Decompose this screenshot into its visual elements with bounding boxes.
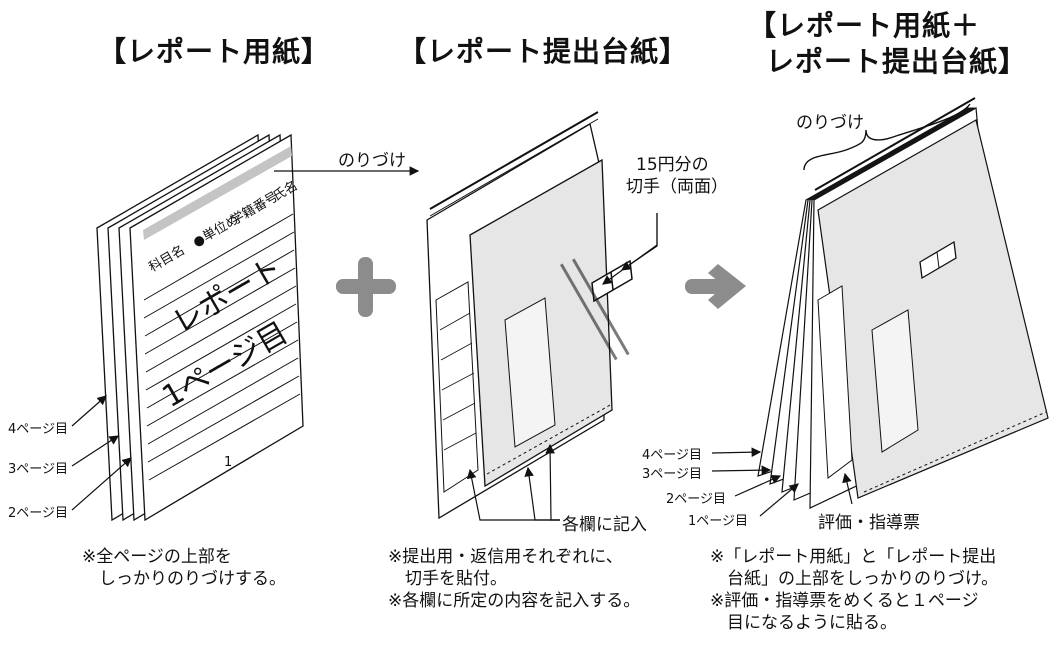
right-note: ※「レポート用紙」と「レポート提出 台紙」の上部をしっかりのりづけ。 ※評価・指… bbox=[710, 547, 999, 633]
sheet-page-1 bbox=[129, 133, 304, 522]
glue-label-right: のりづけ bbox=[796, 113, 864, 133]
left-page-arrows bbox=[71, 395, 132, 511]
fill-label: 各欄に記入 bbox=[562, 515, 647, 535]
right-label-page2: 2ページ目 bbox=[666, 492, 727, 507]
left-note: ※全ページの上部を しっかりのりづけする。 bbox=[82, 547, 286, 589]
arrow-right-icon bbox=[685, 264, 746, 309]
left-label-page4: 4ページ目 bbox=[8, 422, 69, 437]
stamp-label-line1: 15円分の bbox=[636, 155, 709, 175]
plus-icon bbox=[336, 257, 396, 317]
combined-stack bbox=[757, 97, 1049, 509]
right-label-page3: 3ページ目 bbox=[642, 467, 703, 482]
fill-arrows bbox=[466, 443, 560, 521]
right-page-arrows bbox=[711, 447, 799, 517]
combined-detail bbox=[817, 240, 1047, 493]
eval-label: 評価・指導票 bbox=[818, 513, 920, 533]
right-label-page1: 1ページ目 bbox=[688, 514, 749, 529]
combined-title-line1: 【レポート用紙＋ bbox=[748, 9, 981, 42]
sheet-page-number: 1 bbox=[224, 455, 232, 470]
report-paper-title: 【レポート用紙】 bbox=[98, 35, 331, 68]
board-side-table bbox=[435, 281, 479, 493]
board-lines-decor bbox=[560, 258, 630, 361]
glue-brace bbox=[803, 103, 971, 171]
eval-arrow bbox=[842, 472, 853, 505]
right-label-page4: 4ページ目 bbox=[642, 448, 703, 463]
submission-board-title: 【レポート提出台紙】 bbox=[398, 35, 689, 68]
combined-title-line2: レポート提出台紙】 bbox=[766, 45, 1028, 78]
submission-board bbox=[426, 111, 633, 520]
sheet-front-detail bbox=[143, 146, 301, 481]
left-label-page2: 2ページ目 bbox=[8, 506, 69, 521]
board-address-block bbox=[504, 297, 556, 448]
stamp-label-line2: 切手（両面） bbox=[626, 177, 728, 197]
stamp-arrows bbox=[602, 213, 658, 285]
report-sheet-stack bbox=[96, 133, 304, 522]
glue-label-middle: のりづけ bbox=[338, 151, 406, 171]
left-label-page3: 3ページ目 bbox=[8, 462, 69, 477]
middle-note: ※提出用・返信用それぞれに、 切手を貼付。 ※各欄に所定の内容を記入する。 bbox=[388, 547, 641, 611]
sheet-top-band bbox=[143, 146, 292, 240]
